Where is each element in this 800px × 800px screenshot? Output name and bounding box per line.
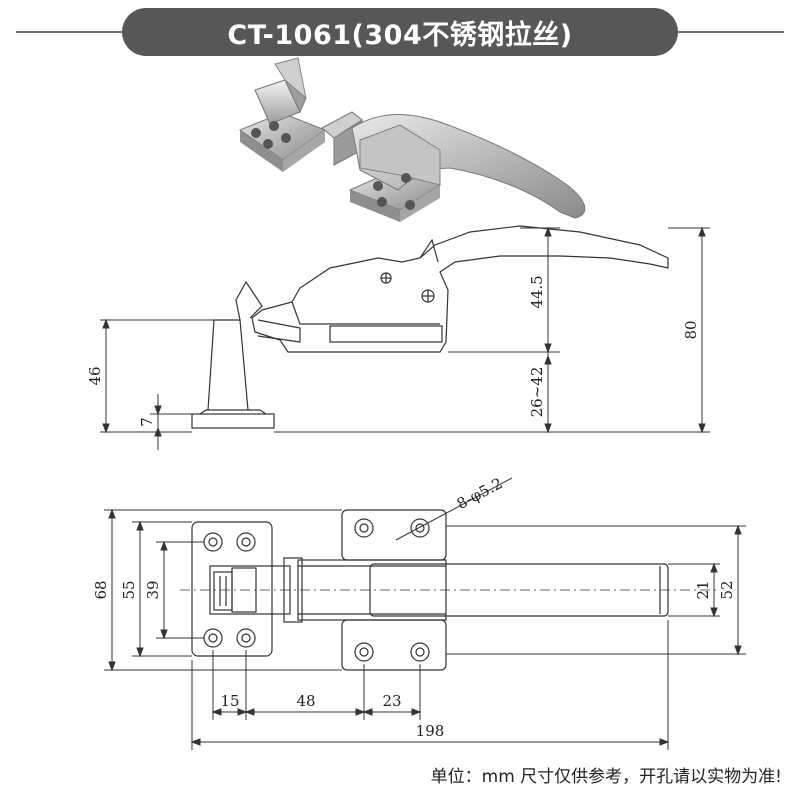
dim-total-height: 80 <box>682 320 700 339</box>
hole <box>354 642 374 662</box>
hole <box>236 532 256 552</box>
hole <box>203 532 223 552</box>
dim-198: 198 <box>416 722 445 740</box>
dim-base: 7 <box>138 417 156 427</box>
top-view <box>180 509 720 671</box>
latch-body-profile <box>251 225 669 353</box>
side-view <box>191 225 669 429</box>
latch-photo <box>321 111 586 222</box>
top-view-dimensions <box>104 477 746 750</box>
dim-39: 39 <box>144 580 162 599</box>
dim-keeper-height: 46 <box>86 366 104 385</box>
keeper-base <box>191 413 275 429</box>
footnote: 单位：mm 尺寸仅供参考，开孔请以实物为准! <box>430 767 782 787</box>
hole <box>410 642 430 662</box>
keeper-plate <box>191 521 273 657</box>
product-photo <box>238 57 586 222</box>
hole <box>236 628 256 648</box>
dim-48: 48 <box>296 692 315 710</box>
dim-21: 21 <box>694 580 712 599</box>
keeper-post <box>207 319 249 411</box>
keeper-photo <box>238 57 327 172</box>
side-view-dimensions <box>100 226 710 450</box>
dim-15: 15 <box>220 692 239 710</box>
dim-lower: 26~42 <box>528 367 546 418</box>
dim-52: 52 <box>718 580 736 599</box>
hole <box>203 628 223 648</box>
hole-callout: 8-φ5.2 <box>454 474 506 513</box>
hole <box>354 518 374 538</box>
dim-23: 23 <box>382 692 401 710</box>
dim-55: 55 <box>120 580 138 599</box>
product-title: CT-1061(304不锈钢拉丝) <box>122 8 678 56</box>
dim-68: 68 <box>92 580 110 599</box>
hole <box>410 518 430 538</box>
dim-upper: 44.5 <box>528 275 546 308</box>
